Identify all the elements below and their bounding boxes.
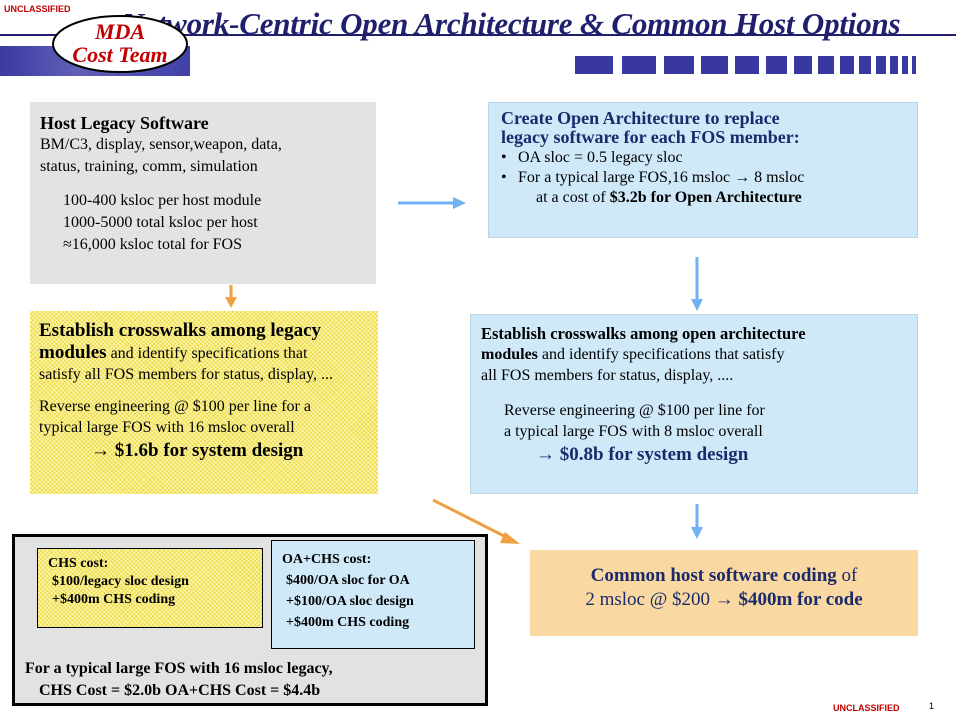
oa-heading-line1: Create Open Architecture to replace <box>501 108 780 128</box>
crosswalk-oa-re-line1: Reverse engineering @ $100 per line for <box>504 402 765 419</box>
oa-chs-cost-box: OA+CHS cost: $400/OA sloc for OA +$100/O… <box>271 540 475 649</box>
arrow-legacy-to-oa <box>398 197 466 209</box>
chs-title: CHS cost: <box>48 556 109 571</box>
oa-bullet-cost-cont: at a cost of $3.2b for Open Architecture <box>536 189 802 206</box>
open-architecture-box: Create Open Architecture to replace lega… <box>488 102 918 238</box>
crosswalk-oa-box: Establish crosswalks among open architec… <box>470 314 918 494</box>
crosswalk-oa-bold: Establish crosswalks among open architec… <box>481 324 806 343</box>
oachs-title: OA+CHS cost: <box>282 552 372 567</box>
crosswalk-oa-line2: modules and identify specifications that… <box>481 346 785 363</box>
summary-footer-line1: For a typical large FOS with 16 msloc le… <box>25 660 333 677</box>
classification-top: UNCLASSIFIED <box>4 4 71 14</box>
coding-line1: Common host software coding of <box>590 565 858 586</box>
arrow-crosswalk-to-coding <box>691 504 703 539</box>
chs-cost-box: CHS cost: $100/legacy sloc design +$400m… <box>37 548 263 628</box>
oachs-line1: $400/OA sloc for OA <box>286 573 410 588</box>
crosswalk-oa-line3: all FOS members for status, display, ...… <box>481 367 734 384</box>
legacy-stat-module: 100-400 ksloc per host module <box>63 192 262 209</box>
oa-bullet-cost: •For a typical large FOS,16 msloc → 8 ms… <box>501 169 805 186</box>
crosswalk-legacy-bold: Establish crosswalks among legacy <box>39 320 322 341</box>
mda-cost-team-logo: MDA Cost Team <box>50 14 190 74</box>
crosswalk-legacy-box: Establish crosswalks among legacy module… <box>30 311 378 494</box>
crosswalk-oa-re-line2: a typical large FOS with 8 msloc overall <box>504 423 763 440</box>
legacy-stat-fos: ≈16,000 ksloc total for FOS <box>63 236 242 253</box>
oa-heading-line2: legacy software for each FOS member: <box>501 127 800 147</box>
oa-bullet-ratio: •OA sloc = 0.5 legacy sloc <box>501 149 683 166</box>
legacy-stat-host: 1000-5000 total ksloc per host <box>63 214 258 231</box>
crosswalk-legacy-line3: satisfy all FOS members for status, disp… <box>39 366 334 383</box>
page-number: 1 <box>929 701 935 711</box>
crosswalk-oa-result: → $0.8b for system design <box>536 444 749 465</box>
coding-line2: 2 msloc @ $200 → $400m for code <box>585 589 863 610</box>
oachs-line3: +$400m CHS coding <box>286 615 410 630</box>
arrow-legacy-to-crosswalk <box>225 285 237 308</box>
crosswalk-legacy-line2: modules and identify specifications that <box>39 342 308 363</box>
crosswalk-legacy-re-line2: typical large FOS with 16 msloc overall <box>39 419 295 436</box>
classification-bottom: UNCLASSIFIED <box>833 703 900 713</box>
arrow-oa-to-crosswalk <box>691 257 703 311</box>
summary-footer-line2: CHS Cost = $2.0b OA+CHS Cost = $4.4b <box>39 682 321 699</box>
common-host-coding-box: Common host software coding of 2 msloc @… <box>530 550 918 636</box>
legacy-software-box: Host Legacy Software BM/C3, display, sen… <box>30 102 376 284</box>
crosswalk-legacy-result: → $1.6b for system design <box>91 440 304 461</box>
arrow-crosswalk-legacy-to-coding <box>432 498 520 544</box>
oachs-line2: +$100/OA sloc design <box>286 594 414 609</box>
chs-line2: +$400m CHS coding <box>52 592 176 607</box>
summary-footer: For a typical large FOS with 16 msloc le… <box>25 658 333 702</box>
logo-line-1: MDA <box>94 19 146 44</box>
crosswalk-legacy-re-line1: Reverse engineering @ $100 per line for … <box>39 398 311 415</box>
legacy-desc-line1: BM/C3, display, sensor,weapon, data, <box>40 136 282 153</box>
legacy-desc-line2: status, training, comm, simulation <box>40 158 258 175</box>
cost-summary-box: CHS cost: $100/legacy sloc design +$400m… <box>12 534 488 706</box>
legacy-heading: Host Legacy Software <box>40 113 209 133</box>
chs-line1: $100/legacy sloc design <box>52 574 189 589</box>
logo-line-2: Cost Team <box>72 42 168 67</box>
title-underline <box>0 34 956 36</box>
